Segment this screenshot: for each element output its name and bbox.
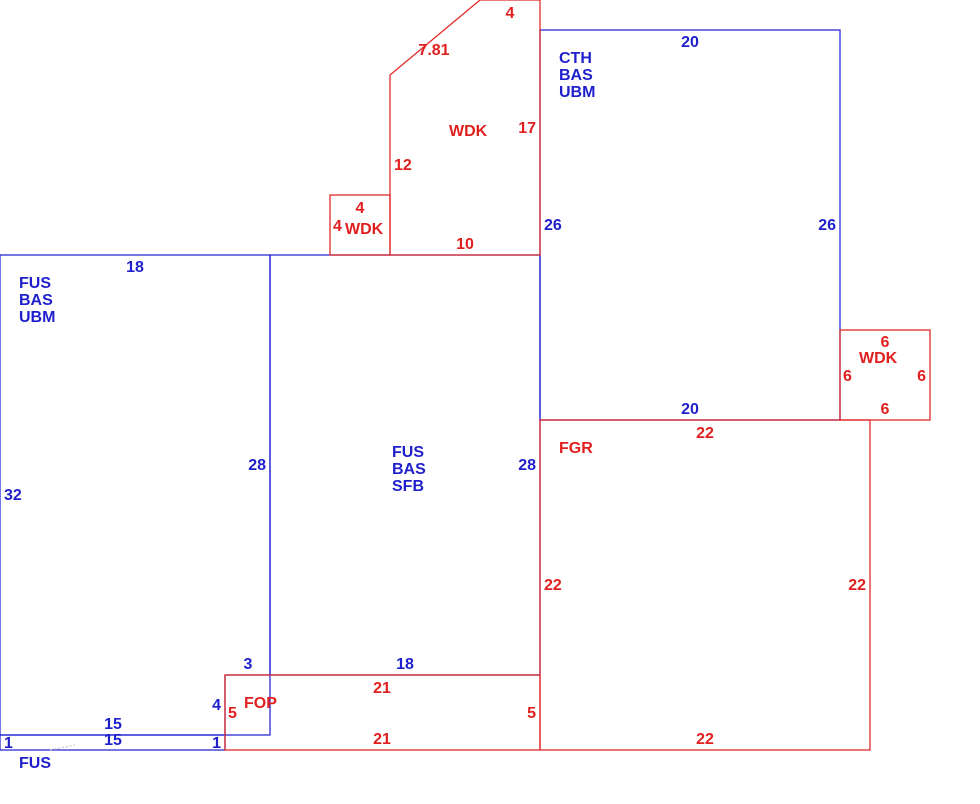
dimension-label: 21 bbox=[373, 680, 391, 697]
area-label-line: CTH bbox=[559, 50, 592, 67]
area-label-line: SFB bbox=[392, 478, 424, 495]
area-label-line: BAS bbox=[392, 461, 426, 478]
dimension-label: 17 bbox=[518, 120, 536, 137]
wdk-top-label: WDK bbox=[449, 123, 488, 140]
area-label-line: BAS bbox=[559, 67, 593, 84]
wdk-top-outline bbox=[389, 0, 541, 256]
dimension-label: 18 bbox=[396, 656, 414, 673]
dimension-label: 6 bbox=[917, 368, 926, 385]
wdk-small-label: WDK bbox=[345, 221, 384, 238]
dimension-label: 10 bbox=[456, 236, 474, 253]
area-label-line: BAS bbox=[19, 292, 53, 309]
dimension-label: 20 bbox=[681, 34, 699, 51]
dimension-label: 22 bbox=[544, 577, 562, 594]
area-label-line: FUS bbox=[19, 275, 51, 292]
dimension-label: 22 bbox=[696, 731, 714, 748]
area-label-line: UBM bbox=[19, 309, 55, 326]
dimension-label: 21 bbox=[373, 731, 391, 748]
dimension-label: 4 bbox=[212, 697, 221, 714]
wdk-small-outline bbox=[329, 194, 391, 256]
area-label-line: UBM bbox=[559, 84, 595, 101]
dimension-label: 22 bbox=[848, 577, 866, 594]
dimension-label: 4 bbox=[333, 218, 342, 235]
dimension-label: 6 bbox=[843, 368, 852, 385]
dimension-label: 20 bbox=[681, 401, 699, 418]
fgr-label: FGR bbox=[559, 440, 593, 457]
dimension-label: 1 bbox=[4, 735, 13, 752]
dimension-label: 32 bbox=[4, 487, 22, 504]
dimension-label: 28 bbox=[518, 457, 536, 474]
wdk-right-outline bbox=[839, 329, 931, 421]
fgr-outline bbox=[539, 419, 871, 751]
dimension-label: 1 bbox=[212, 735, 221, 752]
leader-line bbox=[49, 744, 76, 751]
dimension-label: 5 bbox=[527, 705, 536, 722]
dimension-label: 3 bbox=[244, 656, 253, 673]
dimension-label: 26 bbox=[818, 217, 836, 234]
dimension-label: 4 bbox=[506, 5, 515, 22]
dimension-label: 4 bbox=[356, 200, 365, 217]
dimension-label: 6 bbox=[881, 334, 890, 351]
wdk-right-label: WDK bbox=[859, 350, 898, 367]
fus-bottom-label: FUS bbox=[19, 755, 51, 772]
dimension-label: 26 bbox=[544, 217, 562, 234]
dimension-label: 15 bbox=[104, 732, 122, 749]
dimension-label: 22 bbox=[696, 425, 714, 442]
area-label-line: FUS bbox=[392, 444, 424, 461]
fus-left-outline bbox=[0, 254, 271, 736]
dimension-label: 12 bbox=[394, 157, 412, 174]
dimension-label: 18 bbox=[126, 259, 144, 276]
dimension-label: 28 bbox=[248, 457, 266, 474]
dimension-label: 7.81 bbox=[418, 42, 449, 59]
dimension-label: 5 bbox=[228, 705, 237, 722]
dimension-label: 15 bbox=[104, 716, 122, 733]
dimension-label: 6 bbox=[881, 401, 890, 418]
fop-label: FOP bbox=[244, 695, 277, 712]
fop-outline bbox=[224, 674, 541, 751]
